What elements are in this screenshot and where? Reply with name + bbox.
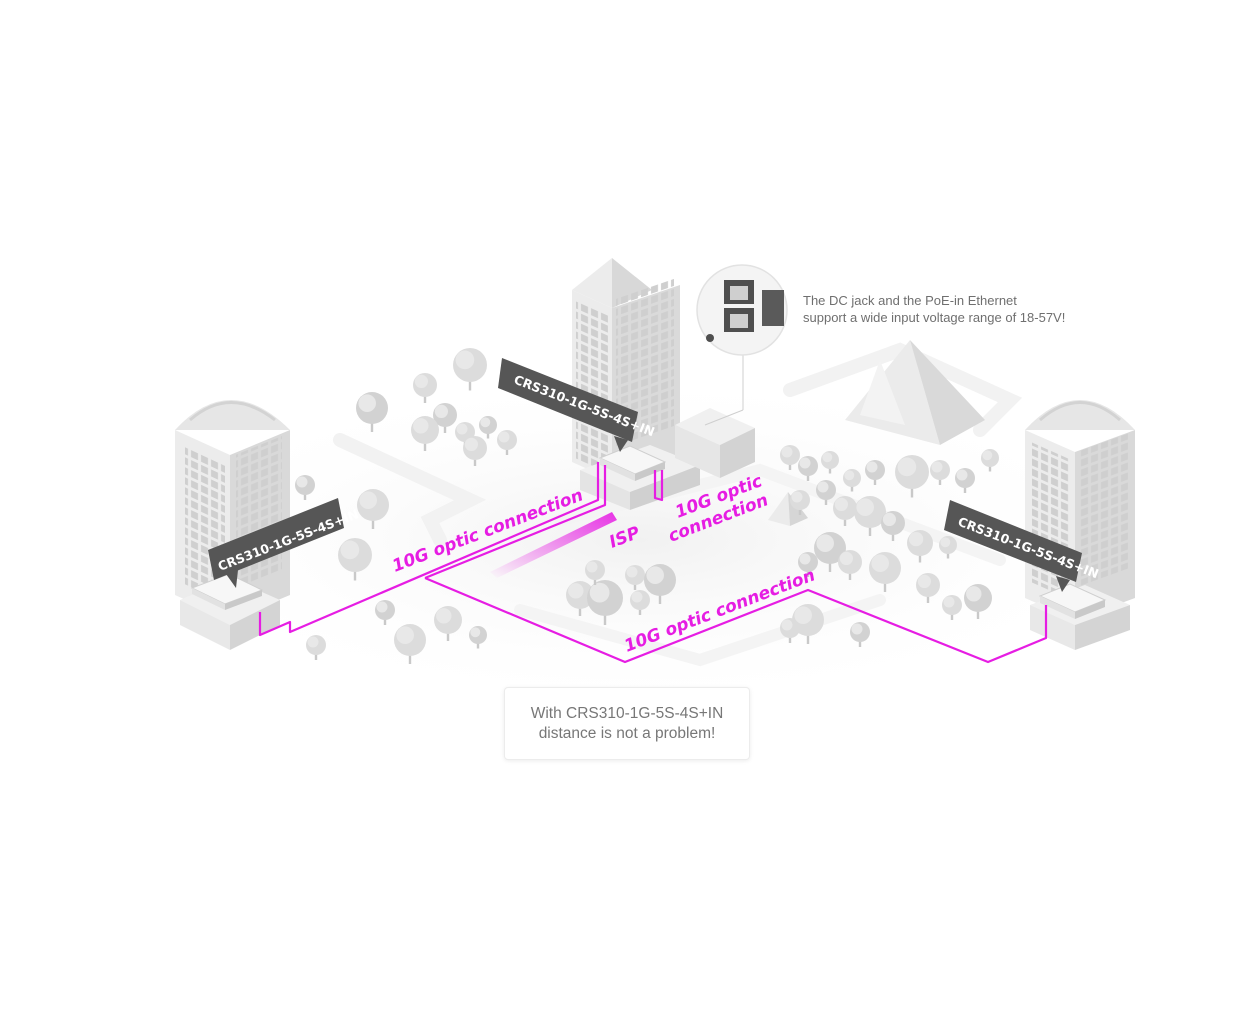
tree [916,573,940,603]
tree [792,604,824,644]
tree [306,635,326,660]
tree [375,600,395,625]
tree [338,538,372,581]
tree [469,626,487,649]
tree [798,552,818,577]
tree [854,496,886,536]
tree [838,550,862,580]
trees [295,348,999,664]
tree [964,584,992,619]
link-center-isp [653,470,664,502]
tree [587,580,623,625]
tree [942,595,962,620]
tree [821,451,839,474]
port-callout [696,264,788,426]
tree [939,536,957,559]
ethernet-port-icon [724,280,754,332]
link-left-center-2 [424,465,607,580]
tree [816,480,836,505]
tree [798,456,818,481]
tree [930,460,950,485]
pyramid-large [845,340,985,445]
tree [790,490,810,515]
tree [881,511,905,541]
tree [630,590,650,615]
tree [907,530,933,563]
tree [497,430,517,455]
tree [295,475,315,500]
tree [850,622,870,647]
tree [865,460,885,485]
isp-beam [490,512,617,578]
optic-links [258,462,1048,664]
tree [463,436,487,466]
tree [981,449,999,472]
tree [833,496,857,526]
tree [625,565,645,590]
tree [356,392,388,432]
tree [357,489,389,529]
tree [814,532,846,572]
tree [843,469,861,492]
tree [479,416,497,439]
tree [453,348,487,391]
center-switch [598,445,667,481]
tree [585,560,605,585]
link-left-center [258,462,600,637]
tree [895,455,929,498]
callout-line2: support a wide input voltage range of 18… [803,310,1065,325]
tree [955,468,975,493]
tree [644,564,676,604]
tree [433,403,457,433]
tree [413,373,437,403]
tree [411,416,439,451]
right-switch [1038,583,1107,619]
tree [869,552,901,592]
caption-line1: With CRS310-1G-5S-4S+IN [530,704,724,722]
caption-line2: distance is not a problem! [538,724,716,742]
tree [434,606,462,641]
tree [394,624,426,664]
caption-box: With CRS310-1G-5S-4S+IN distance is not … [504,687,750,760]
tree [780,445,800,470]
tree [566,581,594,616]
link-bottom [424,576,1048,664]
callout-line1: The DC jack and the PoE-in Ethernet [803,293,1017,308]
dc-jack-icon [706,334,714,342]
